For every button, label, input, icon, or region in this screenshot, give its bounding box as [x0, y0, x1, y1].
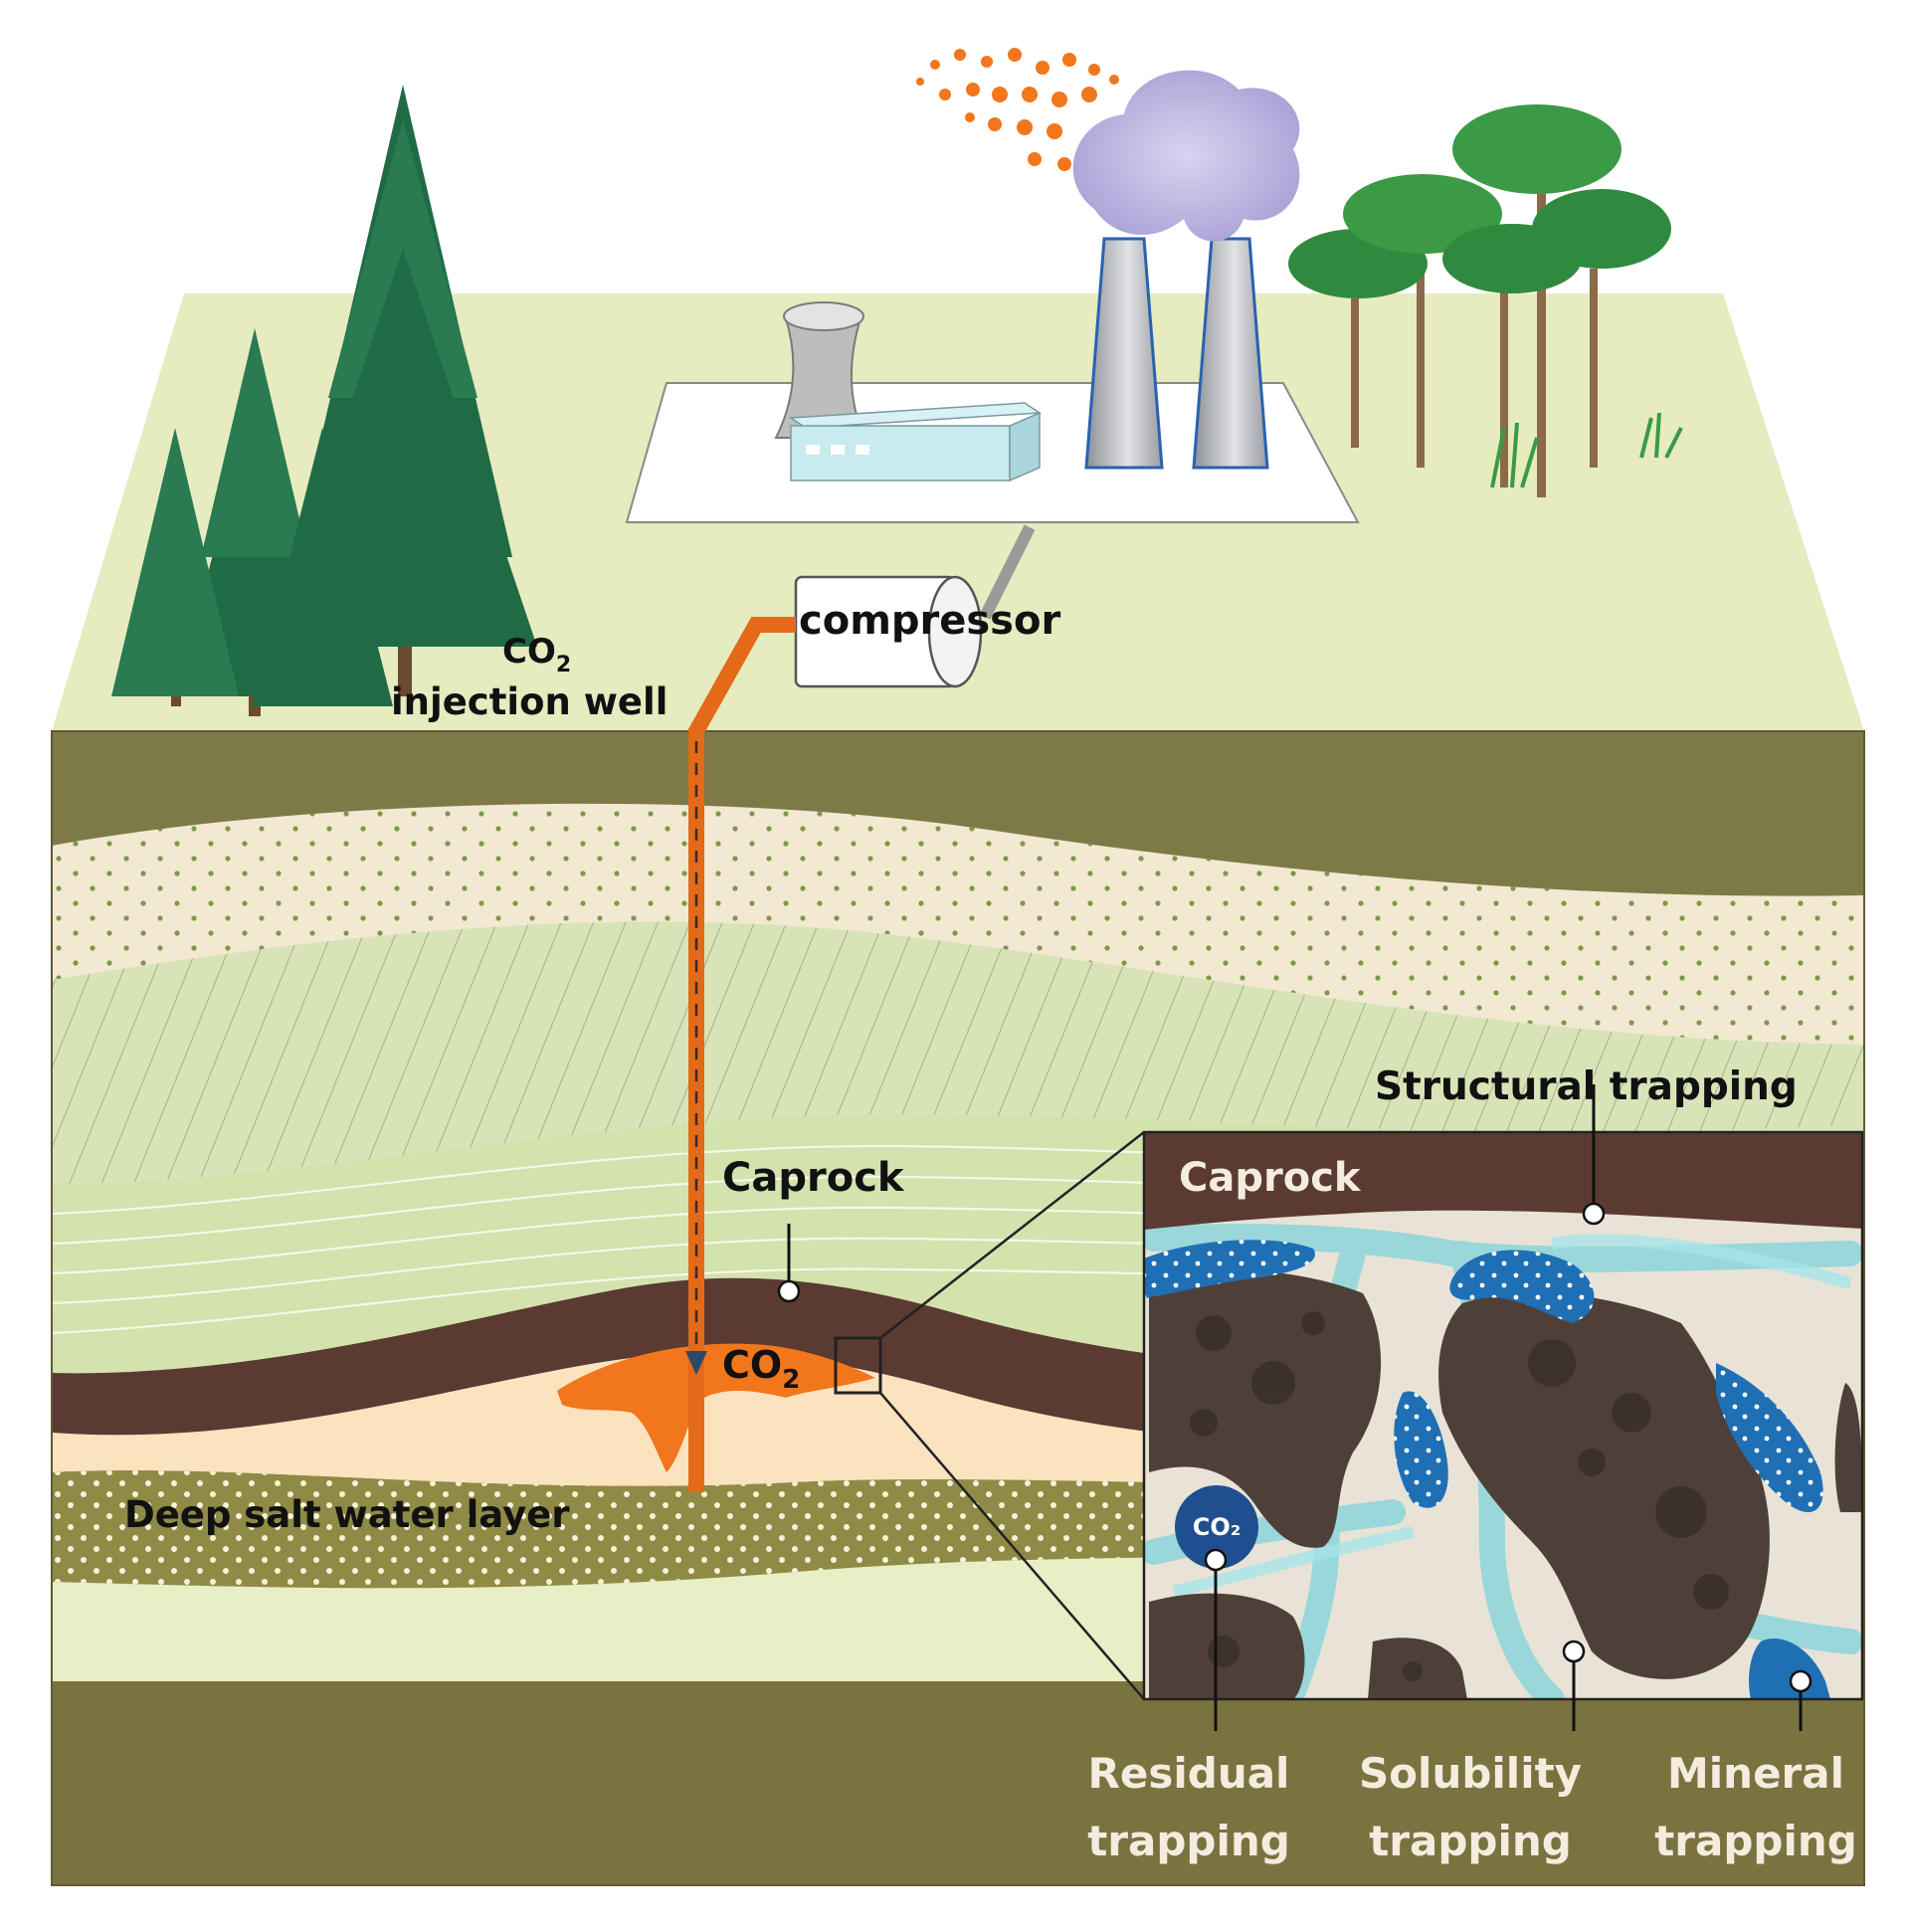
injection-well-label: injection well: [391, 680, 667, 723]
bedrock-layer: [52, 1681, 1864, 1885]
plant-building: [790, 425, 1011, 482]
co2-particles: [916, 48, 1119, 171]
caprock-label: Caprock: [722, 1155, 905, 1201]
injection-arrow: [685, 1351, 707, 1375]
pore-inset: [1144, 1132, 1862, 1699]
deciduous-trees: [1288, 104, 1683, 497]
co2-label-well: CO2: [502, 632, 571, 677]
mineral-deposits: [1144, 1240, 1830, 1699]
inset-caprock-label: Caprock: [1179, 1155, 1362, 1201]
structural-trapping-label: Structural trapping: [1375, 1064, 1798, 1109]
solubility-trapping-label: Solubility: [1359, 1749, 1582, 1798]
smoke-stack-right: [1192, 237, 1269, 470]
conifer-trees: [111, 85, 537, 716]
solubility-trapping-label-2: trapping: [1369, 1817, 1572, 1865]
residual-trapping-label-2: trapping: [1087, 1817, 1290, 1865]
residual-co2-label: CO₂: [1193, 1513, 1241, 1541]
mineral-trapping-label-2: trapping: [1654, 1817, 1857, 1865]
injection-pipe: [688, 617, 796, 1492]
smoke-cloud: [1072, 70, 1300, 242]
smoke-stack-left: [1084, 237, 1164, 470]
rock-grain: [1834, 1383, 1862, 1512]
residual-co2-bubble: [1175, 1485, 1258, 1569]
residual-trapping-label: Residual: [1088, 1749, 1290, 1798]
co2-plume: [557, 1343, 875, 1472]
pointers: [777, 1084, 1812, 1731]
power-plant: [625, 48, 1360, 523]
deep-salt-water-layer-label: Deep salt water layer: [124, 1493, 570, 1536]
mineral-trapping-label: Mineral: [1667, 1749, 1844, 1798]
rock-grain: [1438, 1292, 1770, 1679]
inset-caprock: [1144, 1132, 1862, 1230]
zoom-box: [834, 1336, 882, 1395]
compressor-label: compressor: [799, 598, 1060, 644]
compressor: [794, 524, 1036, 688]
co2-plume-label: CO2: [722, 1343, 800, 1395]
